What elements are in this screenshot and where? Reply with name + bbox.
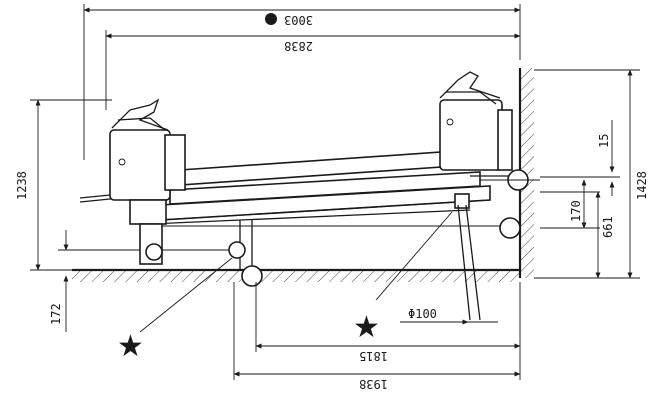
left-dimension xyxy=(30,99,112,271)
top-dimensions xyxy=(83,4,521,160)
filled-circle-icon xyxy=(265,13,277,25)
pipe-bottom xyxy=(499,217,521,239)
left-saw-head xyxy=(109,98,186,265)
star-icon: ★ xyxy=(117,329,144,364)
bottom-dimensions xyxy=(233,282,521,380)
dim-661: 661 xyxy=(601,216,615,238)
dim-phi100: Φ100 xyxy=(408,307,437,321)
dim-2838: 2838 xyxy=(284,39,313,53)
support-legs xyxy=(228,204,481,321)
dim-170: 170 xyxy=(569,200,583,222)
dim-1938: 1938 xyxy=(359,377,388,391)
right-saw-head xyxy=(439,71,513,209)
right-dimensions xyxy=(534,69,640,279)
floor xyxy=(72,268,520,282)
dim-172: 172 xyxy=(49,303,63,325)
dim-1428: 1428 xyxy=(635,171,649,200)
dim-1815: 1815 xyxy=(359,349,388,363)
dim-15: 15 xyxy=(597,134,611,148)
dim-3003: 3003 xyxy=(284,13,313,27)
star-icon-right: ★ xyxy=(353,310,380,345)
dim-1238: 1238 xyxy=(15,171,29,200)
